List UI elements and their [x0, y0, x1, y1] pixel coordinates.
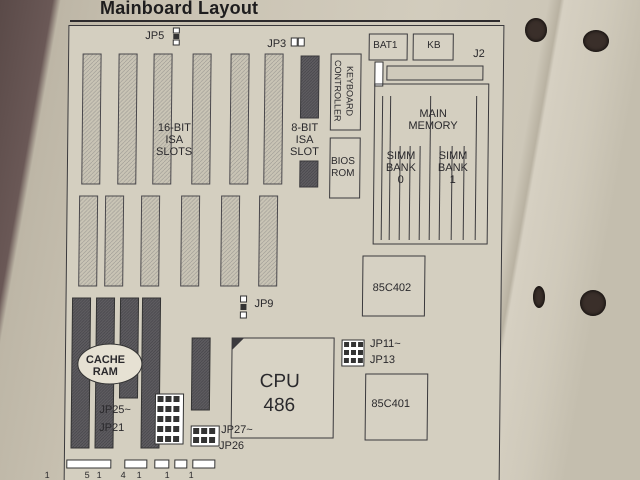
isa16-slot-6	[263, 53, 284, 185]
chip-85c401	[364, 373, 429, 441]
chip-85c402-label: 85C402	[372, 282, 412, 294]
isa16-slots-upper	[81, 53, 284, 185]
isa16-slot-ext-2	[104, 195, 125, 287]
binder-hole-right-bottom	[580, 290, 606, 316]
jp5-jumper	[172, 27, 180, 46]
pin-number: 5	[84, 470, 90, 480]
isa16-slot-ext-5	[220, 195, 241, 287]
jp11-jp13-block	[341, 339, 365, 367]
jp21-label: JP21	[99, 422, 125, 434]
mainboard-outline: 16-BIT ISA SLOTS 8-BIT ISA SLOT KEYBOARD…	[45, 25, 505, 480]
j2-connector	[386, 65, 484, 81]
isa16-slot-ext-1	[78, 195, 99, 287]
cpu-socket	[230, 337, 335, 439]
battery-bat1	[368, 33, 408, 61]
bat1-label: BAT1	[373, 40, 398, 51]
jp3-label: JP3	[267, 38, 287, 50]
isa16-slot-3	[152, 53, 173, 185]
bios-rom-label: BIOS ROM	[330, 156, 355, 179]
page-title: Mainboard Layout	[100, 0, 259, 18]
jp25-label: JP25~	[99, 404, 131, 416]
jp26-label: JP26	[218, 440, 245, 452]
cpu-label: CPU	[259, 371, 300, 392]
jp11-label: JP11~	[370, 338, 401, 350]
pin-number: 1	[44, 470, 50, 480]
chip-85c401-label: 85C401	[371, 398, 411, 410]
jp3-jumper	[290, 37, 305, 47]
isa16-slot-ext-6	[258, 195, 279, 287]
board-drawing	[66, 27, 490, 469]
pin-number: 1	[136, 470, 142, 480]
jp9-label: JP9	[254, 298, 274, 310]
cache-ram-label: CACHE RAM	[85, 354, 126, 378]
isa16-slot-ext-3	[140, 195, 161, 287]
jp13-label: JP13	[369, 354, 396, 366]
jp27-jp26-block	[190, 425, 220, 447]
isa16-label: 16-BIT ISA SLOTS	[156, 122, 193, 158]
isa8-label: 8-BIT ISA SLOT	[290, 122, 319, 158]
keyboard-controller-label: KEYBOARD CONTROLLER	[332, 60, 355, 122]
punch-hole-top	[525, 18, 547, 42]
small-jumper-block	[374, 61, 384, 87]
title-underline	[70, 20, 500, 22]
main-memory-outline	[372, 83, 490, 245]
jp5-label: JP5	[145, 30, 165, 42]
simm-bank-0-label: SIMM BANK 0	[385, 150, 416, 186]
isa8-slot-top	[299, 55, 320, 119]
isa16-slot-2	[117, 53, 138, 185]
bios-rom-chip	[329, 137, 361, 199]
pin-number: 1	[96, 470, 102, 480]
binder-hole-right-top	[583, 30, 609, 52]
jp25-jp21-block	[154, 393, 185, 445]
isa8-slot-bottom	[299, 160, 319, 188]
pin-number: 1	[188, 470, 194, 480]
simm-sockets	[380, 96, 478, 240]
isa16-slot-5	[229, 53, 250, 185]
jp9-jumper	[239, 295, 248, 319]
isa16-slot-4	[191, 53, 212, 185]
kb-label: KB	[427, 40, 441, 51]
main-memory-label: MAIN MEMORY	[408, 108, 458, 132]
pin-number: 4	[120, 470, 126, 480]
cpu-486-label: 486	[263, 395, 296, 416]
chip-85c402	[361, 255, 426, 317]
jp27-label: JP27~	[221, 424, 253, 436]
isa16-slot-1	[81, 53, 102, 185]
j2-label: J2	[473, 48, 485, 60]
punch-hole-middle	[533, 286, 545, 308]
isa16-slots-lower	[78, 195, 279, 287]
keyboard-controller-chip	[329, 53, 362, 131]
simm-bank-1-label: SIMM BANK 1	[437, 150, 468, 186]
kb-connector	[412, 33, 454, 61]
bottom-headers	[66, 459, 216, 469]
isa16-slot-ext-4	[180, 195, 201, 287]
pin-number: 1	[164, 470, 170, 480]
